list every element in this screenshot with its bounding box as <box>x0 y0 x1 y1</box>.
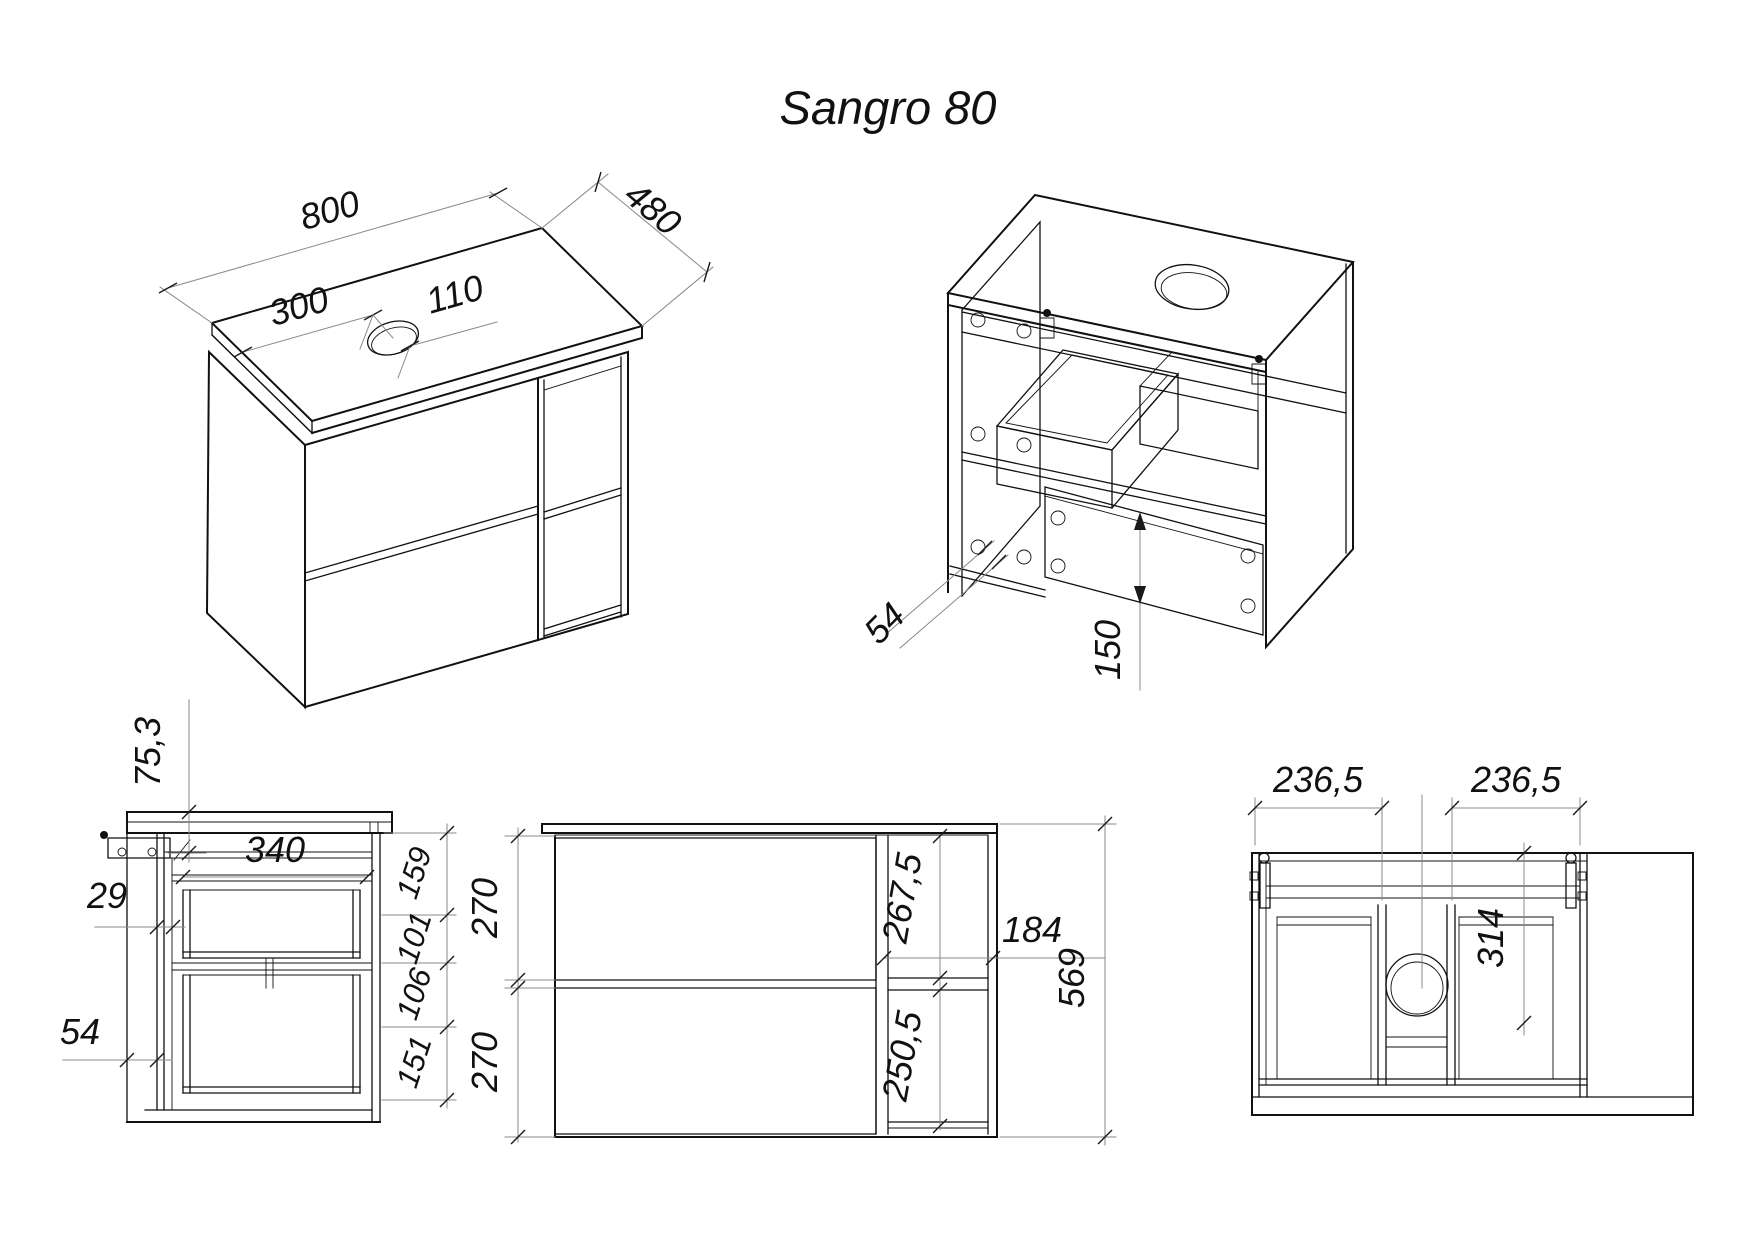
side-outline <box>126 811 393 1123</box>
dim-depth: 480 <box>617 173 689 243</box>
dim-hole-offset: 300 <box>264 278 333 334</box>
dim-total-height: 569 <box>1051 948 1092 1008</box>
dim-rail-height: 150 <box>1087 620 1128 680</box>
dim-total-height-group: 569 <box>999 815 1117 1146</box>
dim-niche-width-group: 184 <box>876 909 1106 966</box>
view-top-plan: 236,5 236,5 314 <box>1247 759 1694 1116</box>
dim-upper-drawer-height: 270 <box>464 878 505 939</box>
drain-hole <box>1385 953 1449 1017</box>
dim-top-bracket: 75,3 <box>127 717 168 787</box>
dim-lower-drawer-height: 270 <box>464 1032 505 1093</box>
dim-wall-gap-group: 54 <box>856 540 1009 652</box>
dim-zone-lower-drawer: 151 <box>389 1032 438 1092</box>
sink-hole-back <box>1154 263 1230 311</box>
drawer-boxes-back <box>961 349 1267 525</box>
view-isometric-back: 54 150 <box>856 193 1355 691</box>
side-drawers-section <box>171 874 373 1094</box>
cabinet-body <box>205 349 629 710</box>
dim-rail-height-group: 150 <box>1087 512 1146 691</box>
back-bottom-rail <box>949 486 1264 636</box>
dim-zone-top: 159 <box>389 843 438 903</box>
dim-plan-segments-group: 236,5 236,5 <box>1247 759 1588 989</box>
dim-inner-depth-group: 340 <box>175 829 375 885</box>
dim-width: 800 <box>295 182 364 238</box>
dim-left-segment: 236,5 <box>1272 759 1364 800</box>
countertop-back <box>946 193 1355 374</box>
dim-back-clearance-group: 29 <box>86 875 186 935</box>
dim-zone-middle: 106 <box>389 963 439 1024</box>
dim-hole-diameter: 110 <box>421 266 487 321</box>
wall-bracket-icon <box>100 831 171 859</box>
plan-outline <box>1251 852 1694 1116</box>
view-isometric-front: 800 480 300 110 <box>158 171 714 710</box>
dim-back-clearance: 29 <box>86 875 127 916</box>
plan-wall-brackets <box>1249 852 1587 909</box>
dim-wall-gap: 54 <box>856 595 913 652</box>
dim-plan-depth: 314 <box>1470 908 1511 968</box>
dim-hole-diameter-group: 110 <box>359 266 498 379</box>
view-side-section: 340 75,3 29 54 15 <box>60 699 457 1123</box>
dim-right-segment: 236,5 <box>1470 759 1562 800</box>
drawing-title: Sangro 80 <box>780 81 997 134</box>
dim-bottom-gap-group: 54 <box>60 1011 173 1068</box>
dim-drawer-heights-group: 270 270 <box>464 827 556 1145</box>
view-front: 270 270 267,5 250,5 184 569 <box>464 815 1117 1146</box>
plan-drawer-boxes <box>1276 904 1554 1086</box>
dim-inner-depth: 340 <box>245 829 305 870</box>
dim-niche-heights-group: 267,5 250,5 <box>874 828 948 1134</box>
dim-plan-depth-group: 314 <box>1470 842 1532 1036</box>
dim-zone-upper-drawer: 101 <box>389 908 438 968</box>
front-outline <box>541 823 998 1138</box>
carcass-back <box>947 220 1354 650</box>
dim-bottom-gap: 54 <box>60 1011 100 1052</box>
dim-niche-width: 184 <box>1002 909 1062 950</box>
side-right-dim-column: 159 101 106 151 <box>381 823 457 1109</box>
dim-upper-niche-height: 267,5 <box>874 849 930 947</box>
dim-top-bracket-group: 75,3 <box>127 699 207 863</box>
dim-depth-group: 480 <box>541 171 714 327</box>
title-block: Sangro 80 <box>780 81 997 134</box>
dim-lower-niche-height: 250,5 <box>874 1007 930 1105</box>
